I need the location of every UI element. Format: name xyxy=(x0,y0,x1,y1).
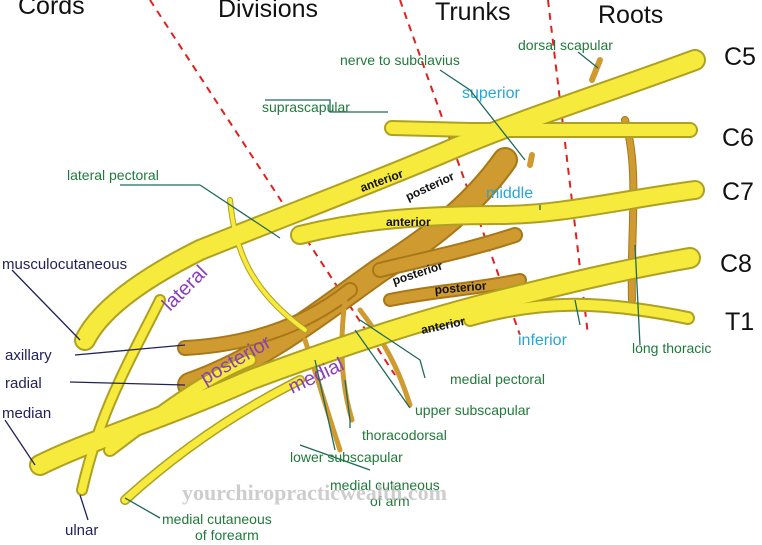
header-cords: Cords xyxy=(18,0,85,20)
label-upper-subscapular: upper subscapular xyxy=(415,402,531,418)
division-posterior-3: posterior xyxy=(434,278,487,297)
label-suprascapular: suprascapular xyxy=(262,99,350,115)
label-medial-cutaneous-forearm-2: of forearm xyxy=(195,527,259,543)
header-divisions: Divisions xyxy=(218,0,318,23)
division-anterior-2: anterior xyxy=(386,215,431,229)
yellow-nerves xyxy=(29,49,706,505)
label-median: median xyxy=(2,405,51,422)
label-nerve-to-subclavius: nerve to subclavius xyxy=(340,52,460,68)
column-headers: Cords Divisions Trunks Roots xyxy=(18,0,663,29)
root-c7: C7 xyxy=(722,178,754,206)
label-medial-pectoral: medial pectoral xyxy=(450,371,545,387)
terminal-labels: musculocutaneous axillary radial median … xyxy=(2,256,127,539)
label-dorsal-scapular: dorsal scapular xyxy=(518,37,613,53)
root-t1: T1 xyxy=(725,308,754,336)
watermark: yourchiropracticwealth.com xyxy=(182,480,447,505)
root-c5: C5 xyxy=(724,43,756,71)
label-medial-cutaneous-arm-2: of arm xyxy=(370,493,410,509)
trunk-middle: middle xyxy=(486,185,533,202)
label-long-thoracic: long thoracic xyxy=(632,340,711,356)
root-c6: C6 xyxy=(722,124,754,152)
label-lateral-pectoral: lateral pectoral xyxy=(67,167,159,183)
label-musculocutaneous: musculocutaneous xyxy=(2,256,127,273)
header-trunks: Trunks xyxy=(435,0,510,26)
section-dividers xyxy=(149,0,589,376)
divider-trunks-roots xyxy=(547,0,589,336)
label-ulnar: ulnar xyxy=(65,522,98,539)
header-roots: Roots xyxy=(598,1,663,29)
label-medial-cutaneous-forearm-1: medial cutaneous xyxy=(162,511,272,527)
label-medial-cutaneous-arm-1: medial cutaneous xyxy=(330,477,440,493)
label-radial: radial xyxy=(5,375,42,392)
root-labels: C5 C6 C7 C8 T1 xyxy=(720,43,756,336)
trunk-labels: superior middle inferior xyxy=(462,85,568,349)
leader-lines xyxy=(4,51,641,521)
root-c8: C8 xyxy=(720,250,752,278)
divider-cords-divisions xyxy=(149,0,396,376)
branch-labels: dorsal scapular nerve to subclavius supr… xyxy=(67,37,711,543)
posterior-branches xyxy=(177,57,638,453)
label-thoracodorsal: thoracodorsal xyxy=(362,427,447,443)
trunk-inferior: inferior xyxy=(518,332,568,349)
label-axillary: axillary xyxy=(5,347,52,364)
label-lower-subscapular: lower subscapular xyxy=(290,449,403,465)
trunk-superior: superior xyxy=(462,85,520,102)
